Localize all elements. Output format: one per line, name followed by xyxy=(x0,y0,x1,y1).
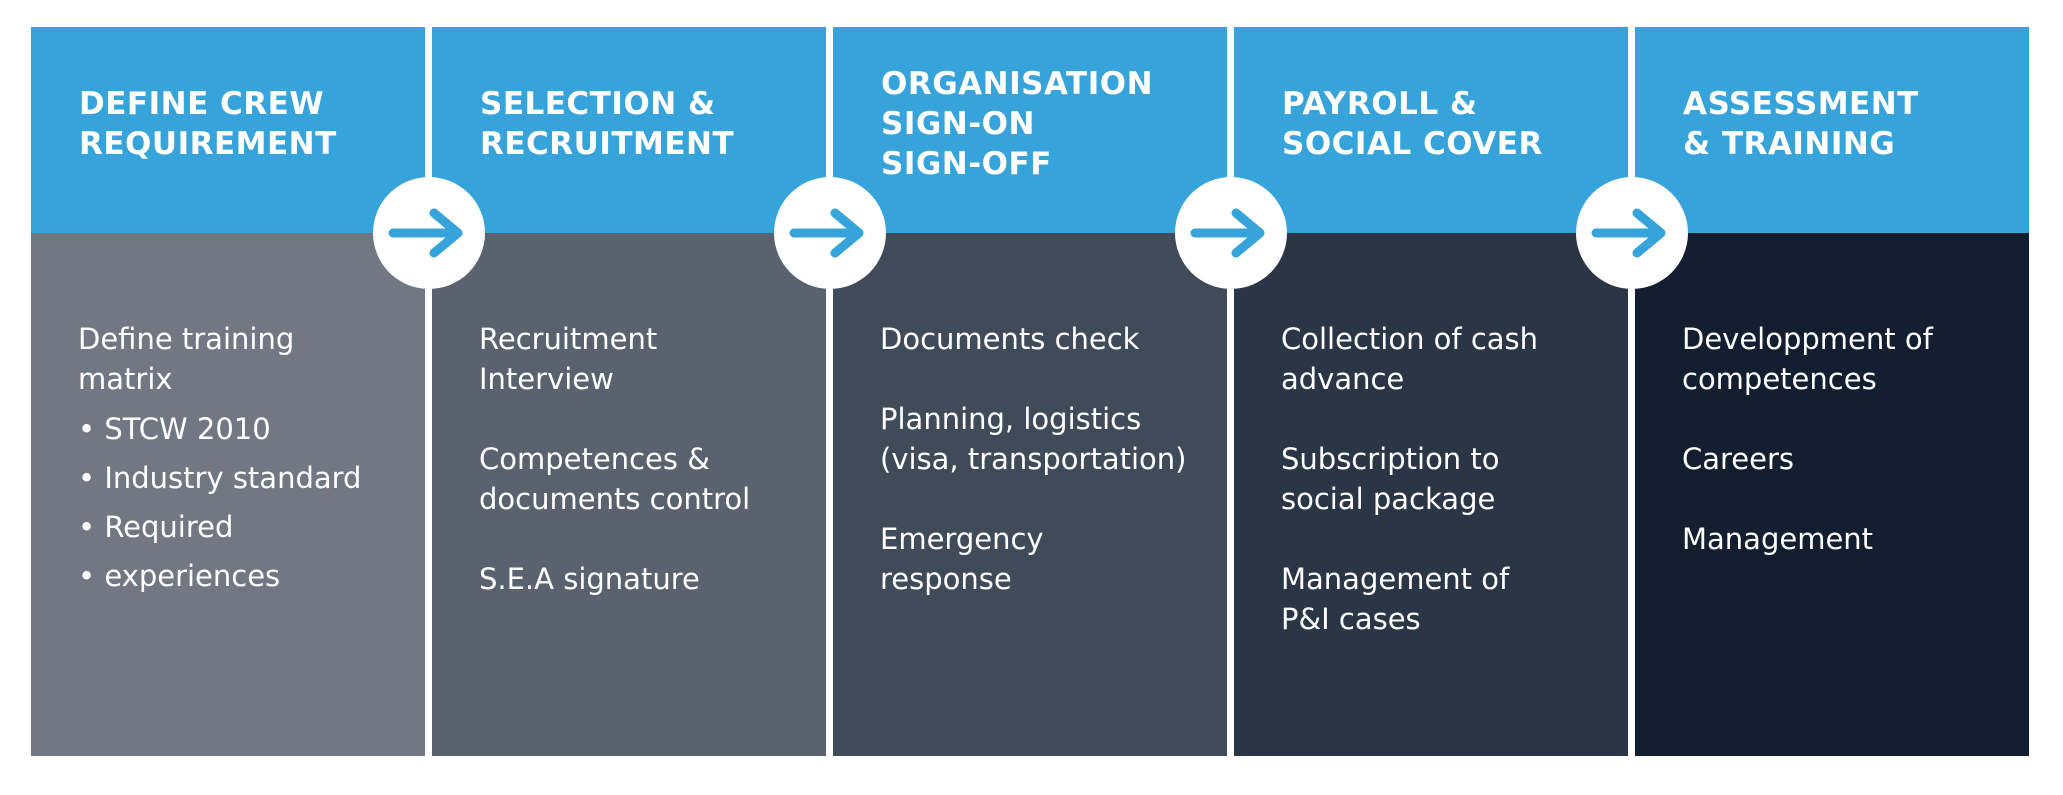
step-item: S.E.A signature xyxy=(479,562,700,596)
step-body: Documents check Planning, logistics (vis… xyxy=(833,233,1227,756)
step-header: DEFINE CREW REQUIREMENT xyxy=(31,27,425,233)
step-item: Planning, logistics (visa, transportatio… xyxy=(880,402,1187,476)
step-define-crew-requirement: DEFINE CREW REQUIREMENT Define training … xyxy=(31,27,425,756)
step-body: Define training matrix • STCW 2010 • Ind… xyxy=(31,233,425,756)
step-title: PAYROLL & SOCIAL COVER xyxy=(1282,86,1543,162)
step-item: Management xyxy=(1682,522,1874,556)
step-header: ORGANISATION SIGN-ON SIGN-OFF xyxy=(833,27,1227,233)
step-item: Management of P&I cases xyxy=(1281,562,1510,636)
step-body: Developpment of competences Careers Mana… xyxy=(1635,233,2029,756)
step-item: Careers xyxy=(1682,442,1795,476)
step-title: DEFINE CREW REQUIREMENT xyxy=(79,86,337,162)
step-item: Define training matrix xyxy=(78,322,295,396)
step-payroll-social-cover: PAYROLL & SOCIAL COVER Collection of cas… xyxy=(1234,27,1628,756)
step-item: Developpment of competences xyxy=(1682,322,1933,396)
arrow-right-icon xyxy=(1175,177,1287,289)
arrow-right-icon xyxy=(774,177,886,289)
step-header: ASSESSMENT & TRAINING xyxy=(1635,27,2029,233)
step-title: ORGANISATION SIGN-ON SIGN-OFF xyxy=(881,66,1154,182)
step-item: Emergency response xyxy=(880,522,1044,596)
step-item: Collection of cash advance xyxy=(1281,322,1539,396)
bullet-item: • Industry standard xyxy=(78,461,362,495)
step-selection-recruitment: SELECTION & RECRUITMENT Recruitment Inte… xyxy=(432,27,826,756)
step-assessment-training: ASSESSMENT & TRAINING Developpment of co… xyxy=(1635,27,2029,756)
step-item: Competences & documents control xyxy=(479,442,751,516)
step-item: Subscription to social package xyxy=(1281,442,1500,516)
step-item: Documents check xyxy=(880,322,1140,356)
bullet-item: • experiences xyxy=(78,559,281,593)
step-item: Recruitment Interview xyxy=(479,322,658,396)
bullet-item: • STCW 2010 xyxy=(78,412,271,446)
step-body: Collection of cash advance Subscription … xyxy=(1234,233,1628,756)
step-title: SELECTION & RECRUITMENT xyxy=(480,86,735,162)
step-header: SELECTION & RECRUITMENT xyxy=(432,27,826,233)
arrow-right-icon xyxy=(1576,177,1688,289)
step-body: Recruitment Interview Competences & docu… xyxy=(432,233,826,756)
step-title: ASSESSMENT & TRAINING xyxy=(1683,86,1919,162)
step-header: PAYROLL & SOCIAL COVER xyxy=(1234,27,1628,233)
bullet-item: • Required xyxy=(78,510,234,544)
step-organisation-sign-on-sign-off: ORGANISATION SIGN-ON SIGN-OFF Documents … xyxy=(833,27,1227,756)
arrow-right-icon xyxy=(373,177,485,289)
